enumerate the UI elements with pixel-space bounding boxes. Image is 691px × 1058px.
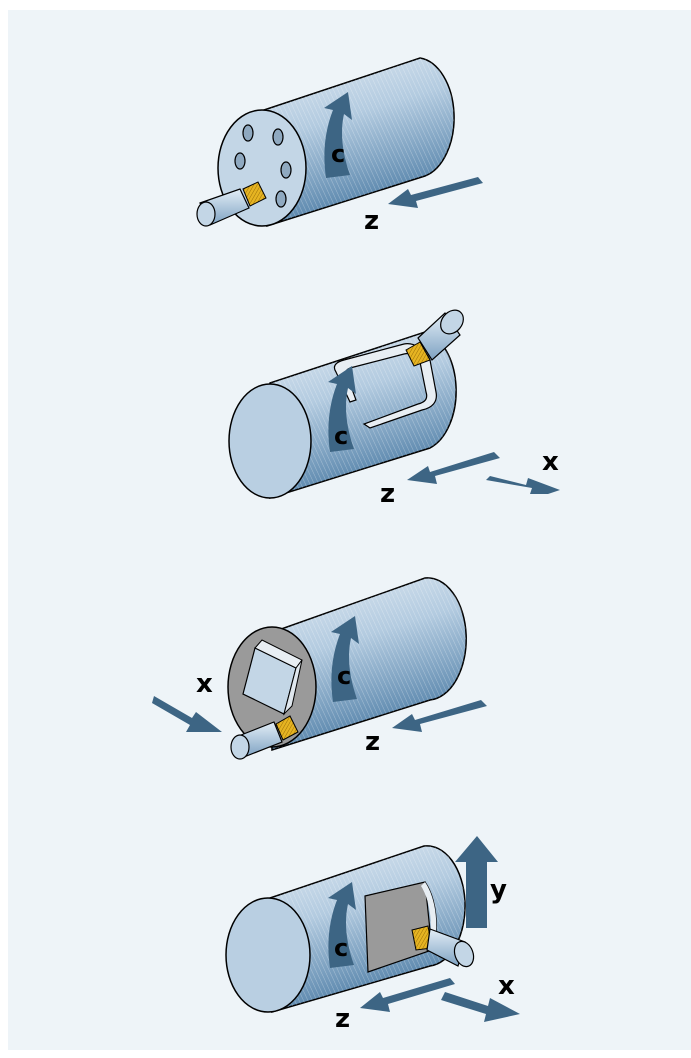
- diagram-2: c z x: [229, 306, 560, 509]
- x-axis-arrow: [486, 476, 560, 494]
- c-axis-label: c: [337, 662, 351, 690]
- z-axis-label: z: [364, 206, 379, 236]
- x-axis-label: x: [498, 971, 515, 1001]
- z-axis-arrow: [407, 452, 500, 484]
- z-axis-label: z: [380, 479, 395, 509]
- z-axis-label: z: [365, 727, 380, 757]
- diagram-3: c z x: [152, 578, 487, 759]
- x-axis-arrow: [152, 696, 222, 732]
- x-axis-label: x: [196, 669, 213, 699]
- z-axis-arrow: [360, 978, 455, 1012]
- c-axis-label: c: [331, 140, 345, 168]
- diagram-1: c z: [197, 58, 483, 236]
- c-axis-label: c: [334, 934, 348, 962]
- z-axis-label: z: [335, 1004, 350, 1034]
- y-axis-label: y: [490, 875, 507, 905]
- x-axis-label: x: [542, 447, 559, 477]
- diagram-4: c y z x: [226, 836, 520, 1034]
- c-axis-label: c: [334, 422, 348, 450]
